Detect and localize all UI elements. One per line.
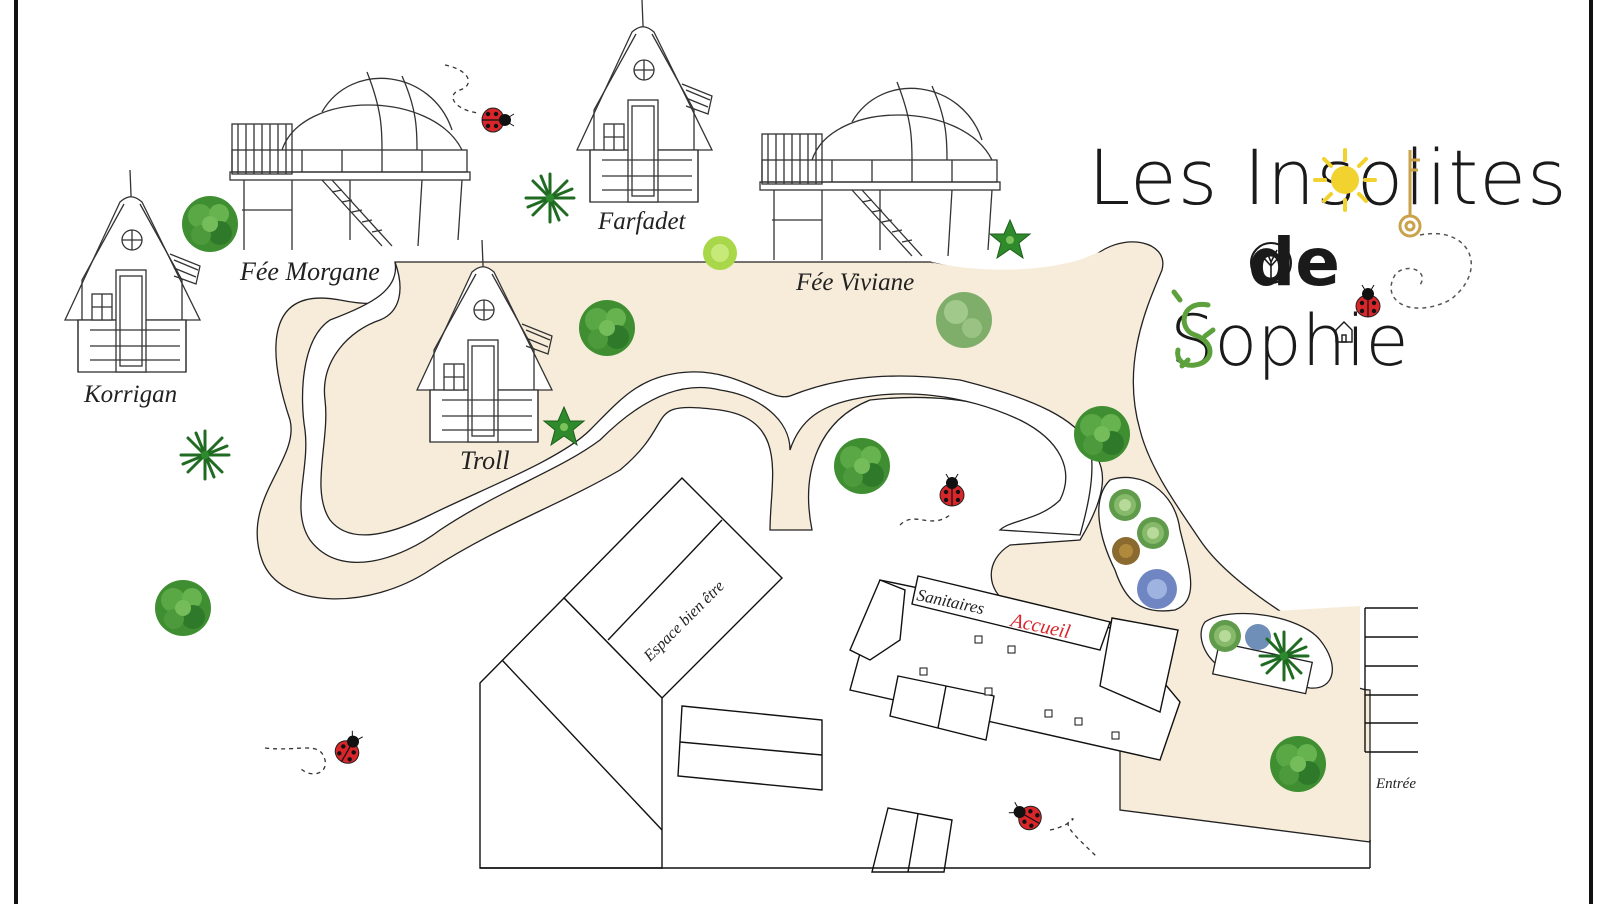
shrub-icon: [182, 196, 238, 252]
vine-icon: [1171, 289, 1216, 369]
succulent-icon: [1209, 620, 1241, 652]
cabin-label-fee-morgane[interactable]: Fée Morgane: [239, 257, 380, 286]
ladybugs: [264, 64, 1099, 859]
cabin-farfadet-icon[interactable]: [576, 0, 713, 203]
logo: Les Insolites de Sophie: [1088, 133, 1568, 382]
ladybug-icon: [330, 727, 369, 769]
logo-line-1: Les Insolites: [1088, 133, 1568, 222]
ladybug-icon: [939, 473, 965, 507]
cabin-label-fee-viviane[interactable]: Fée Viviane: [795, 269, 914, 296]
spiky-plant-icon: [524, 172, 576, 224]
shrub-icon: [579, 300, 635, 356]
shrub-icon: [155, 580, 211, 636]
cabin-korrigan-icon[interactable]: [64, 169, 201, 373]
vegetation: [155, 172, 1326, 792]
sun-icon: [1313, 148, 1377, 212]
house-icon: [1335, 321, 1353, 343]
treehouse-fee-viviane-icon[interactable]: [759, 81, 1001, 261]
spiky-plant-icon: [1258, 630, 1310, 682]
succulent-icon: [1109, 489, 1141, 521]
treehouse-fee-morgane-icon[interactable]: [229, 71, 471, 251]
logo-dotted-trail: [1390, 232, 1472, 309]
shrub-icon: [1270, 736, 1326, 792]
buildings: [479, 477, 1418, 873]
logo-line-3: Sophie: [1170, 300, 1409, 382]
shrub-icon: [1074, 406, 1130, 462]
succulent-icon: [1137, 517, 1169, 549]
cabin-label-troll[interactable]: Troll: [460, 446, 510, 475]
frame-left-border: [14, 0, 18, 904]
entrance-label[interactable]: Entrée: [1375, 776, 1416, 792]
star-plant-icon: [989, 219, 1031, 259]
succulent-icon: [1245, 624, 1271, 650]
planter-box: [1211, 641, 1314, 695]
frame-right-border: [1589, 0, 1593, 904]
tree-icon: [1250, 242, 1292, 284]
spiky-plant-icon: [179, 429, 231, 481]
logo-line-2: de: [1248, 224, 1340, 301]
key-icon: [1398, 150, 1422, 238]
cabin-label-korrigan[interactable]: Korrigan: [83, 381, 177, 408]
cabin-label-farfadet[interactable]: Farfadet: [597, 208, 687, 235]
path-inner: [300, 261, 1093, 564]
shrub-icon: [834, 438, 890, 494]
ladybug-icon: [1005, 796, 1047, 835]
ladybug-icon: [481, 107, 515, 133]
